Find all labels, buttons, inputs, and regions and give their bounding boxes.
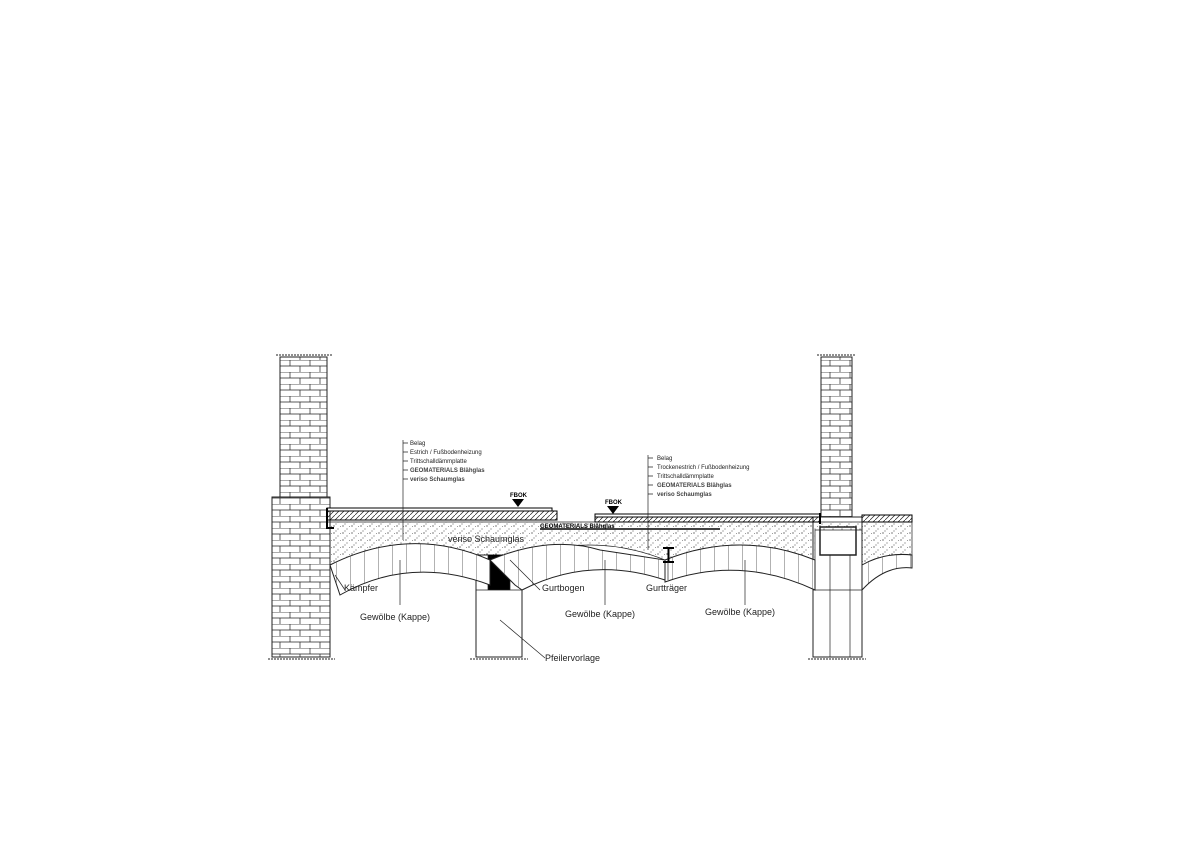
right-wall (808, 354, 866, 660)
blaehglas-label: GEOMATERIALS Blähglas (540, 524, 615, 530)
right-layer-1: Trockenestrich / Fußbodenheizung (657, 465, 750, 471)
label-gewoelbe-1: Gewölbe (Kappe) (360, 612, 430, 622)
label-gewoelbe-3: Gewölbe (Kappe) (705, 607, 775, 617)
left-layer-2: Trittschalldämmplatte (410, 459, 467, 465)
label-pfeilervorlage: Pfeilervorlage (545, 653, 600, 663)
fbok-marker-left: FBOK (510, 493, 528, 507)
right-layer-4: veriso Schaumglas (657, 492, 712, 498)
label-gurttraeger: Gurtträger (646, 583, 687, 593)
vault-arches (329, 543, 913, 596)
level-triangle-icon (512, 499, 524, 507)
right-floor-build-up (540, 513, 913, 530)
right-layer-2: Trittschalldämmplatte (657, 474, 714, 480)
left-layer-0: Belag (410, 441, 425, 447)
right-layer-callout: Belag Trockenestrich / Fußbodenheizung T… (647, 455, 750, 550)
left-layer-4: veriso Schaumglas (410, 477, 465, 483)
left-layer-callout: Belag Estrich / Fußbodenheizung Trittsch… (402, 440, 485, 540)
left-layer-3: GEOMATERIALS Blähglas (410, 468, 485, 474)
right-layer-0: Belag (657, 456, 672, 462)
fbok-label: FBOK (510, 493, 528, 499)
fbok-marker-right: FBOK (605, 500, 623, 514)
label-kaempfer: Kämpfer (344, 583, 378, 593)
fbok-label: FBOK (605, 500, 623, 506)
left-layer-1: Estrich / Fußbodenheizung (410, 450, 482, 456)
right-layer-3: GEOMATERIALS Blähglas (657, 483, 732, 489)
label-gurtbogen: Gurtbogen (542, 583, 585, 593)
label-gewoelbe-2: Gewölbe (Kappe) (565, 609, 635, 619)
level-triangle-icon (607, 506, 619, 514)
gurttraeger-beam (663, 547, 674, 563)
left-wall (268, 354, 335, 660)
left-floor-build-up (326, 507, 558, 529)
fill-label: veriso Schaumglas (448, 534, 525, 544)
